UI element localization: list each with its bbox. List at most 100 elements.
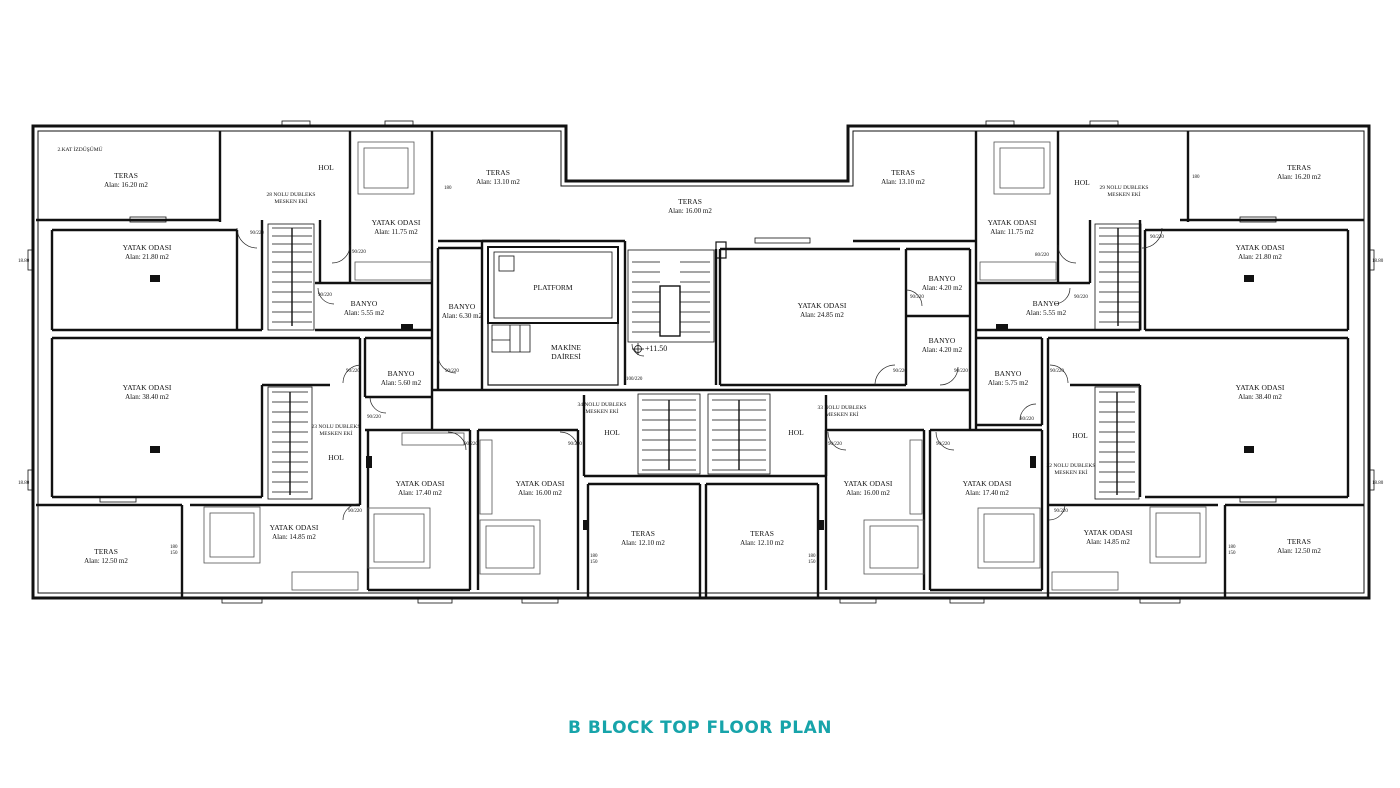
elevation-marker: +11.50	[632, 343, 667, 355]
room-area: Alan: 38.40 m2	[1238, 393, 1282, 401]
window-dimension: 180	[170, 545, 178, 550]
room-name: DAİRESİ	[551, 352, 581, 361]
door-dimension: 90/220	[954, 369, 968, 374]
room-area: Alan: 12.50 m2	[84, 557, 128, 565]
room-name: HOL	[1074, 178, 1090, 187]
room-area: Alan: 14.85 m2	[1086, 538, 1130, 546]
room-area: Alan: 13.10 m2	[881, 178, 925, 186]
unit-note: MESKEN EKİ	[274, 198, 307, 205]
door-dimension: 90/220	[367, 415, 381, 420]
unit-note: 32 NOLU DUBLEKS	[1047, 463, 1096, 469]
door-dimension: 90/220	[250, 231, 264, 236]
plan-title: B BLOCK TOP FLOOR PLAN	[568, 718, 832, 738]
room-area: Alan: 16.20 m2	[104, 181, 148, 189]
room-area: Alan: 12.50 m2	[1277, 547, 1321, 555]
room-area: Alan: 5.60 m2	[381, 379, 422, 387]
door-dimension: 90/220	[318, 293, 332, 298]
room-area: Alan: 13.10 m2	[476, 178, 520, 186]
door-dimension: 90/220	[445, 369, 459, 374]
door-dimension: 90/220	[828, 442, 842, 447]
room-name: BANYO	[929, 274, 956, 283]
unit-note: 33 NOLU DUBLEKS	[818, 405, 867, 411]
room-area: Alan: 38.40 m2	[125, 393, 169, 401]
room-name: YATAK ODASI	[844, 479, 893, 488]
room-name: HOL	[318, 163, 334, 172]
window-dimension: 180	[1228, 545, 1236, 550]
door-swings	[236, 227, 1163, 521]
door-dimension: 90/220	[1054, 509, 1068, 514]
unit-note: MESKEN EKİ	[825, 411, 858, 418]
side-dimension: 18.80	[1372, 481, 1384, 486]
room-name: YATAK ODASI	[372, 218, 421, 227]
window-dimension: 180	[590, 554, 598, 559]
unit-note: MESKEN EKİ	[319, 430, 352, 437]
projection-note: 2.KAT İZDÜŞÜMÜ	[57, 146, 102, 153]
unit-note: 28 NOLU DUBLEKS	[267, 192, 316, 198]
room-name: HOL	[788, 428, 804, 437]
door-dimension: 80/220	[1020, 417, 1034, 422]
elevation-label: +11.50	[645, 344, 667, 353]
door-dimension: 100/220	[626, 377, 643, 382]
window-dimension: 150	[590, 560, 598, 565]
side-dimension: 18.80	[18, 259, 30, 264]
room-name: YATAK ODASI	[1084, 528, 1133, 537]
outer-walls	[31, 124, 1371, 600]
room-area: Alan: 16.20 m2	[1277, 173, 1321, 181]
room-name: YATAK ODASI	[123, 243, 172, 252]
room-name: TERAS	[750, 529, 774, 538]
door-dimension: 80/220	[1035, 253, 1049, 258]
room-name: TERAS	[678, 197, 702, 206]
window-dimension: 150	[170, 551, 178, 556]
windows	[27, 120, 1375, 604]
unit-note: MESKEN EKİ	[1054, 469, 1087, 476]
room-name: YATAK ODASI	[963, 479, 1012, 488]
window-dimension: 180	[444, 186, 452, 191]
room-area: Alan: 5.55 m2	[344, 309, 385, 317]
room-name: TERAS	[891, 168, 915, 177]
unit-note: 34 NOLU DUBLEKS	[578, 402, 627, 408]
interior-walls	[36, 131, 1364, 598]
staircases	[267, 223, 1142, 500]
room-name: HOL	[1072, 431, 1088, 440]
unit-notes: 28 NOLU DUBLEKS MESKEN EKİ 29 NOLU DUBLE…	[57, 146, 1148, 476]
room-name: YATAK ODASI	[270, 523, 319, 532]
room-area: Alan: 17.40 m2	[398, 489, 442, 497]
platform-block	[487, 246, 619, 386]
door-dimension: 90/220	[348, 509, 362, 514]
room-name: YATAK ODASI	[1236, 383, 1285, 392]
door-dimension: 90/220	[352, 250, 366, 255]
room-name: YATAK ODASI	[988, 218, 1037, 227]
room-area: Alan: 14.85 m2	[272, 533, 316, 541]
window-dimension: 150	[1228, 551, 1236, 556]
window-dimension: 150	[808, 560, 816, 565]
room-name: HOL	[328, 453, 344, 462]
door-dimension: 90/220	[1050, 369, 1064, 374]
room-name: BANYO	[388, 369, 415, 378]
room-name: YATAK ODASI	[516, 479, 565, 488]
room-area: Alan: 4.20 m2	[922, 346, 963, 354]
room-area: Alan: 17.40 m2	[965, 489, 1009, 497]
room-name: TERAS	[486, 168, 510, 177]
fixtures	[150, 275, 1254, 530]
door-dimension: 90/220	[1074, 295, 1088, 300]
room-area: Alan: 16.00 m2	[668, 207, 712, 215]
room-name: PLATFORM	[533, 283, 573, 292]
room-name: TERAS	[1287, 163, 1311, 172]
room-name: YATAK ODASI	[1236, 243, 1285, 252]
side-dimension: 18.80	[18, 481, 30, 486]
door-dimension: 90/220	[568, 442, 582, 447]
room-name: YATAK ODASI	[396, 479, 445, 488]
room-area: Alan: 24.85 m2	[800, 311, 844, 319]
unit-note: 29 NOLU DUBLEKS	[1100, 185, 1149, 191]
room-area: Alan: 21.80 m2	[1238, 253, 1282, 261]
room-area: Alan: 21.80 m2	[125, 253, 169, 261]
door-dimension: 90/220	[346, 369, 360, 374]
room-name: HOL	[604, 428, 620, 437]
room-area: Alan: 16.00 m2	[518, 489, 562, 497]
door-dimension: 90/220	[936, 442, 950, 447]
furniture-beds	[203, 141, 1207, 591]
room-name: TERAS	[631, 529, 655, 538]
unit-note: MESKEN EKİ	[1107, 191, 1140, 198]
room-name: TERAS	[1287, 537, 1311, 546]
room-area: Alan: 11.75 m2	[990, 228, 1034, 236]
